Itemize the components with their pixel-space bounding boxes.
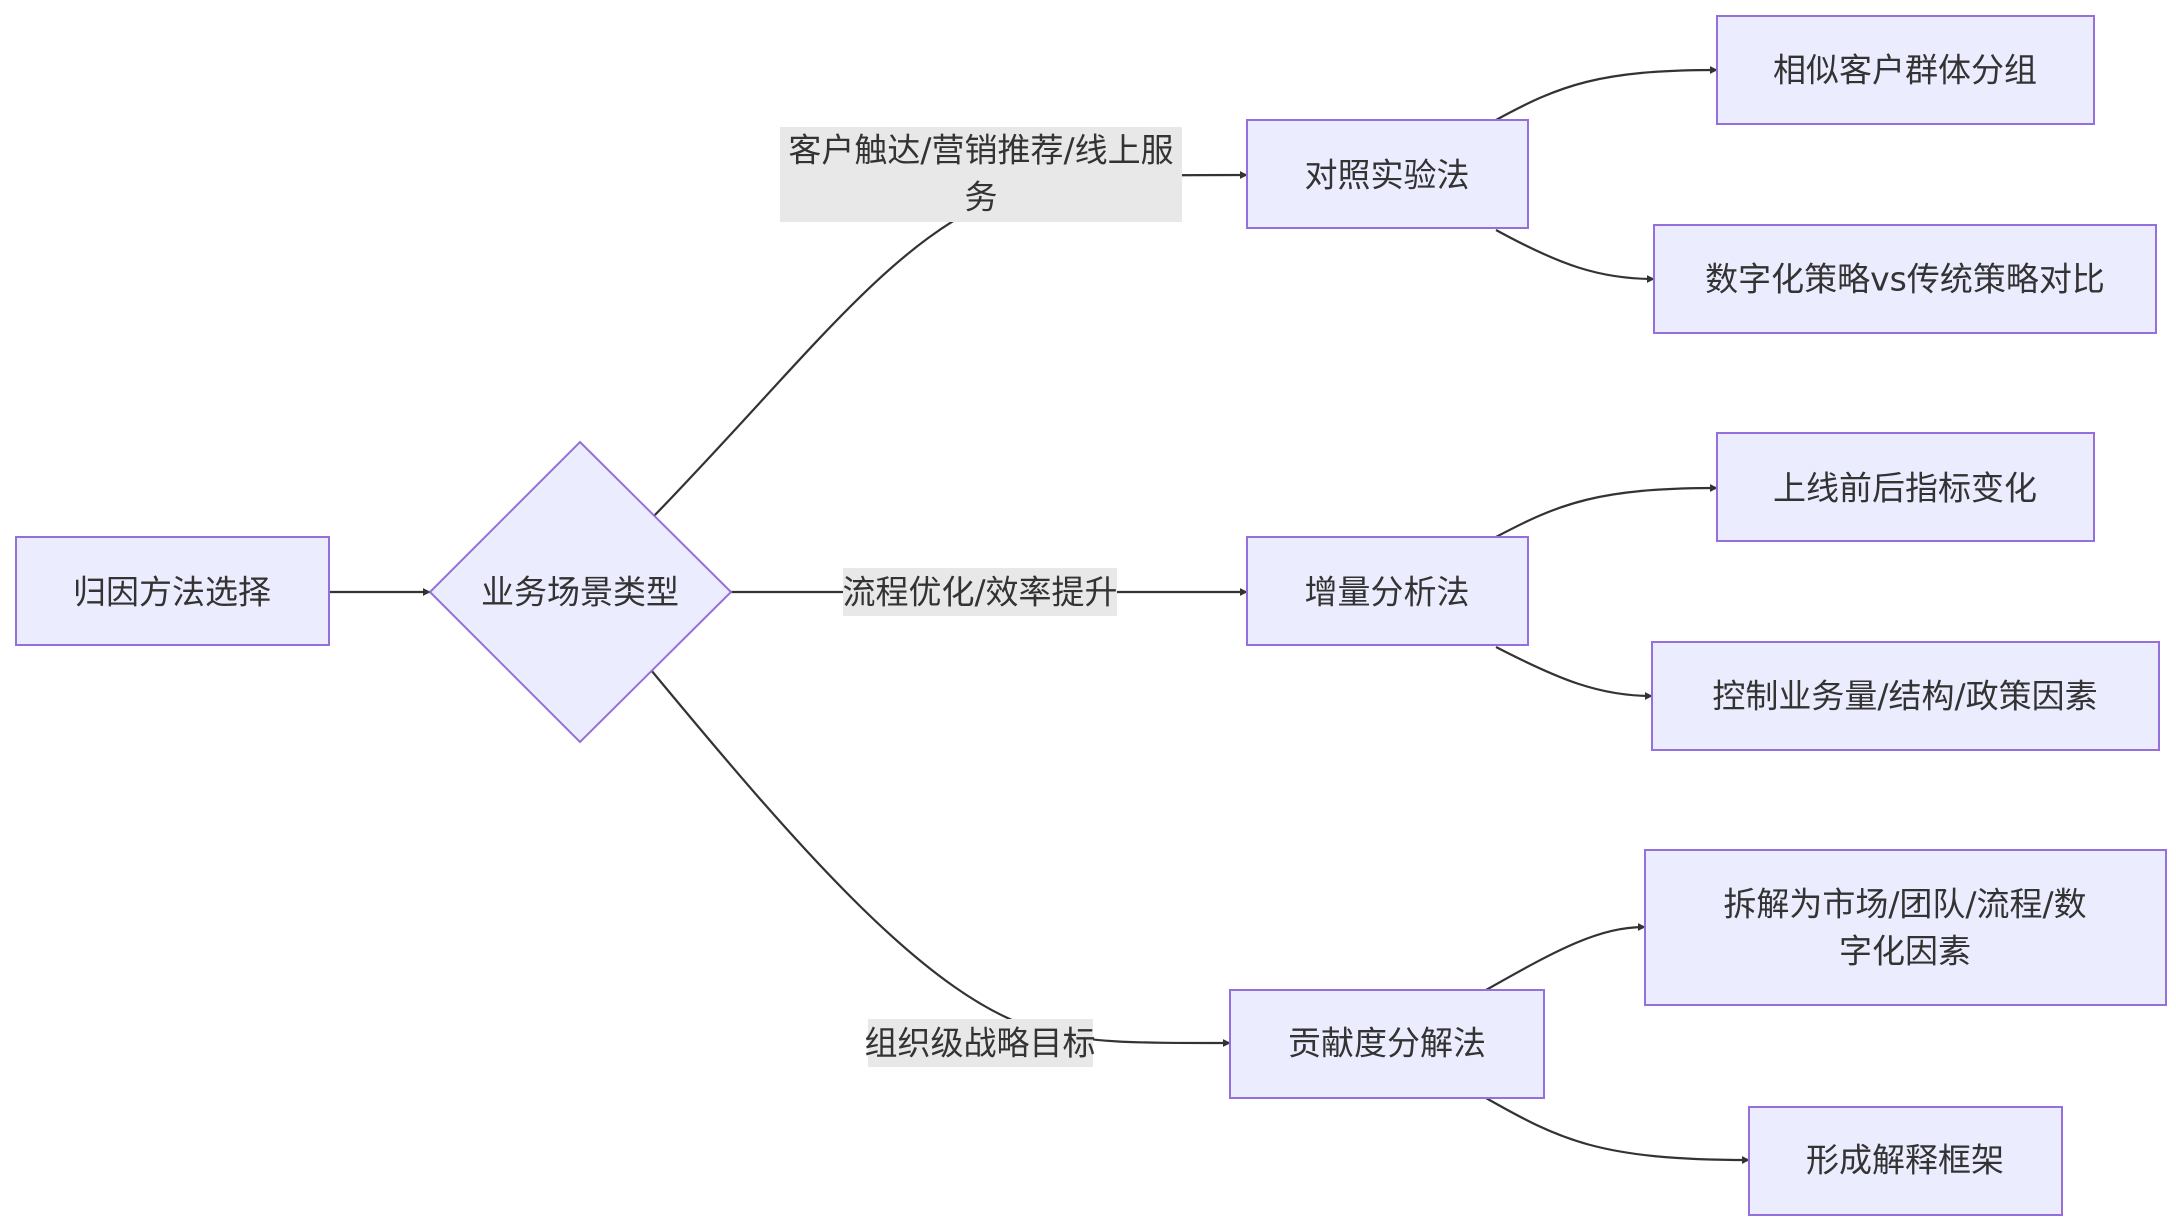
edge-decision-to-controlled (652, 171, 1248, 518)
edge-label-process-text: 流程优化/效率提升 (842, 573, 1117, 612)
node-digital-vs-traditional: 数字化策略vs传统策略对比 (1653, 224, 2157, 334)
node-root: 归因方法选择 (15, 536, 330, 646)
edge-label-customer-line2: 务 (965, 178, 998, 217)
node-decompose-label-line1: 拆解为市场/团队/流程/数 (1723, 885, 2086, 924)
node-before-after: 上线前后指标变化 (1716, 432, 2095, 542)
node-control-factors-label: 控制业务量/结构/政策因素 (1712, 677, 2097, 716)
edge-incremental-to-control-factors (1495, 646, 1653, 700)
node-controlled-label: 对照实验法 (1305, 156, 1470, 195)
node-control-factors: 控制业务量/结构/政策因素 (1651, 641, 2160, 751)
edge-controlled-to-similar (1495, 66, 1718, 121)
edge-label-customer: 客户触达/营销推荐/线上服 务 (780, 127, 1182, 222)
edge-labels: 客户触达/营销推荐/线上服 务 流程优化/效率提升 组织级战略目标 (780, 127, 1182, 1067)
node-similar-groups: 相似客户群体分组 (1716, 15, 2095, 125)
edge-contribution-to-decompose (1485, 923, 1646, 991)
node-root-label: 归因方法选择 (73, 573, 271, 612)
edge-contribution-to-framework (1485, 1097, 1750, 1164)
node-decompose: 拆解为市场/团队/流程/数 字化因素 (1644, 849, 2167, 1006)
node-framework: 形成解释框架 (1748, 1106, 2063, 1216)
node-contribution-label: 贡献度分解法 (1288, 1024, 1486, 1063)
node-framework-label: 形成解释框架 (1806, 1141, 2004, 1180)
node-decompose-label-line2: 字化因素 (1839, 932, 1971, 971)
edge-controlled-to-digital (1495, 229, 1655, 283)
edge-decision-to-contribution (650, 669, 1231, 1047)
node-similar-groups-label: 相似客户群体分组 (1773, 51, 2037, 90)
node-incremental-label: 增量分析法 (1305, 573, 1470, 612)
edge-incremental-to-before-after (1495, 484, 1718, 538)
edge-label-strategic: 组织级战略目标 (865, 1019, 1096, 1067)
node-contribution: 贡献度分解法 (1229, 989, 1545, 1099)
edge-label-process: 流程优化/效率提升 (842, 568, 1118, 616)
edge-label-strategic-text: 组织级战略目标 (865, 1024, 1096, 1063)
node-before-after-label: 上线前后指标变化 (1773, 469, 2037, 508)
node-digital-vs-traditional-label: 数字化策略vs传统策略对比 (1705, 260, 2105, 299)
node-decision: 业务场景类型 (428, 440, 733, 744)
edge-label-customer-line1: 客户触达/营销推荐/线上服 (788, 131, 1173, 170)
nodes: 归因方法选择 业务场景类型 对照实验法 增量分析法 贡献度分解法 相似客户群体分… (15, 15, 2167, 1216)
node-incremental: 增量分析法 (1246, 536, 1529, 646)
node-controlled: 对照实验法 (1246, 119, 1529, 229)
node-decision-label: 业务场景类型 (481, 573, 679, 612)
